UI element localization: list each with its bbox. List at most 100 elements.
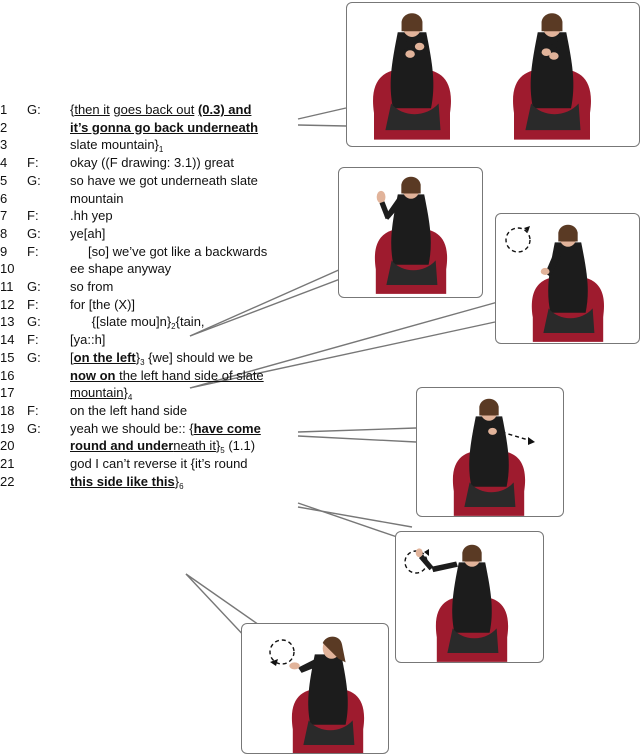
utterance-segment: so have we got underneath slate — [70, 172, 258, 188]
utterance-text: it’s gonna go back underneath — [70, 119, 258, 137]
line-number: 16 — [0, 367, 15, 383]
utterance-segment: [ya::h] — [70, 332, 106, 348]
connector-panel-4 — [297, 427, 417, 433]
utterance-text: .hh yep — [70, 207, 113, 225]
line-number: 9 — [0, 243, 8, 259]
gesture-index: 1 — [158, 145, 164, 155]
gesture-index: 2 — [171, 322, 176, 332]
speaker-label: G: — [27, 225, 41, 241]
speaker-figure-6 — [269, 636, 365, 753]
speaker-label: F: — [27, 243, 39, 259]
utterance-segment: on the left — [73, 349, 136, 365]
utterance-segment: } — [123, 385, 128, 401]
video-still-panel-1 — [346, 2, 640, 147]
utterance-segment: {tain, — [175, 314, 205, 330]
line-number: 8 — [0, 225, 8, 241]
speaker-label: F: — [27, 402, 39, 418]
utterance-text: so have we got underneath slate — [70, 172, 258, 190]
line-number: 20 — [0, 438, 15, 454]
utterance-segment: this side like this — [70, 473, 175, 489]
line-number: 18 — [0, 402, 15, 418]
utterance-text: {then it goes back out (0.3) and — [70, 101, 251, 119]
utterance-segment: goes back out — [113, 102, 195, 117]
utterance-segment: so from — [70, 279, 114, 294]
speaker-label: F: — [27, 332, 39, 348]
circular-motion-icon — [269, 639, 295, 665]
utterance-text: okay ((F drawing: 3.1)) great — [70, 154, 234, 172]
utterance-segment: (1.1) — [224, 438, 256, 454]
utterance-text: so from — [70, 278, 113, 296]
line-number: 12 — [0, 296, 15, 312]
utterance-segment: [ — [70, 349, 74, 365]
utterance-segment: okay ((F drawing: 3.1)) great — [70, 155, 235, 171]
line-number: 14 — [0, 332, 15, 348]
speaker-label: F: — [27, 296, 39, 312]
video-still-panel-4 — [416, 387, 564, 517]
utterance-segment: } — [135, 349, 141, 365]
gesture-index: 6 — [179, 481, 184, 491]
gesture-index: 4 — [127, 393, 133, 403]
line-number: 6 — [0, 190, 8, 206]
utterance-segment: yeah we should be:: { — [70, 420, 194, 436]
utterance-segment: mountain — [70, 190, 124, 206]
utterance-text: for [the (X)] — [70, 296, 135, 314]
utterance-segment: } — [174, 473, 180, 489]
utterance-segment: ye[ah] — [70, 225, 106, 241]
connector-panel-3 — [189, 321, 496, 389]
utterance-text: [ya::h] — [70, 331, 105, 349]
utterance-segment: ee shape anyway — [70, 261, 172, 277]
speaker-figure-3 — [505, 224, 605, 342]
video-still-panel-2 — [338, 167, 483, 298]
line-number: 19 — [0, 420, 15, 436]
speaker-figure-2 — [374, 176, 448, 294]
speaker-label: G: — [27, 279, 41, 294]
utterance-text: [on the left}3 {we] should we be — [70, 349, 253, 367]
line-number: 21 — [0, 456, 15, 471]
gesture-index: 5 — [220, 446, 225, 456]
utterance-segment: {we] should we be — [144, 349, 253, 365]
line-number: 10 — [0, 261, 15, 277]
utterance-segment: {[slate mou]n} — [70, 314, 172, 330]
utterance-text: mountain — [70, 190, 123, 208]
utterance-text: {[slate mou]n}2{tain, — [70, 313, 205, 331]
utterance-segment: round and under — [70, 438, 174, 454]
utterance-text: mountain}4 — [70, 384, 132, 402]
utterance-segment: } — [215, 438, 221, 454]
speaker-label: G: — [27, 102, 41, 117]
utterance-segment: on the left hand side — [70, 402, 188, 418]
speaker-label: G: — [27, 420, 41, 436]
connector-panel-1 — [297, 107, 347, 120]
line-number: 7 — [0, 208, 8, 224]
speaker-label: F: — [27, 155, 39, 171]
connector-panel-6 — [185, 573, 249, 641]
line-number: 15 — [0, 349, 15, 365]
video-still-panel-5 — [395, 531, 544, 663]
line-number: 22 — [0, 473, 15, 489]
utterance-text: this side like this}6 — [70, 473, 184, 491]
speaker-figure-1 — [373, 13, 591, 140]
gesture-index: 3 — [140, 357, 145, 367]
utterance-segment: the left hand side of slate — [115, 367, 264, 383]
utterance-segment: { — [70, 102, 75, 117]
utterance-text: round and underneath it}5 (1.1) — [70, 437, 255, 455]
utterance-segment: .hh yep — [70, 208, 113, 224]
line-number: 4 — [0, 155, 8, 171]
line-number: 11 — [0, 279, 14, 294]
utterance-text: on the left hand side — [70, 402, 187, 420]
speaker-label: F: — [27, 208, 39, 224]
utterance-segment: [so] we’ve got like a backwards — [70, 243, 268, 259]
utterance-text: god I can’t reverse it {it’s round — [70, 455, 248, 473]
utterance-text: [so] we’ve got like a backwards — [70, 243, 267, 261]
utterance-text: slate mountain}1 — [70, 136, 163, 154]
utterance-segment: mountain — [70, 385, 124, 401]
line-number: 13 — [0, 314, 15, 330]
utterance-segment: god I can’t reverse it {it’s round — [70, 456, 248, 471]
speaker-figure-5 — [404, 544, 509, 662]
utterance-segment: then it — [74, 102, 110, 117]
line-number: 3 — [0, 137, 8, 153]
line-number: 1 — [0, 102, 8, 117]
utterance-text: yeah we should be:: {have come — [70, 420, 261, 438]
speaker-figure-4 — [452, 398, 536, 516]
